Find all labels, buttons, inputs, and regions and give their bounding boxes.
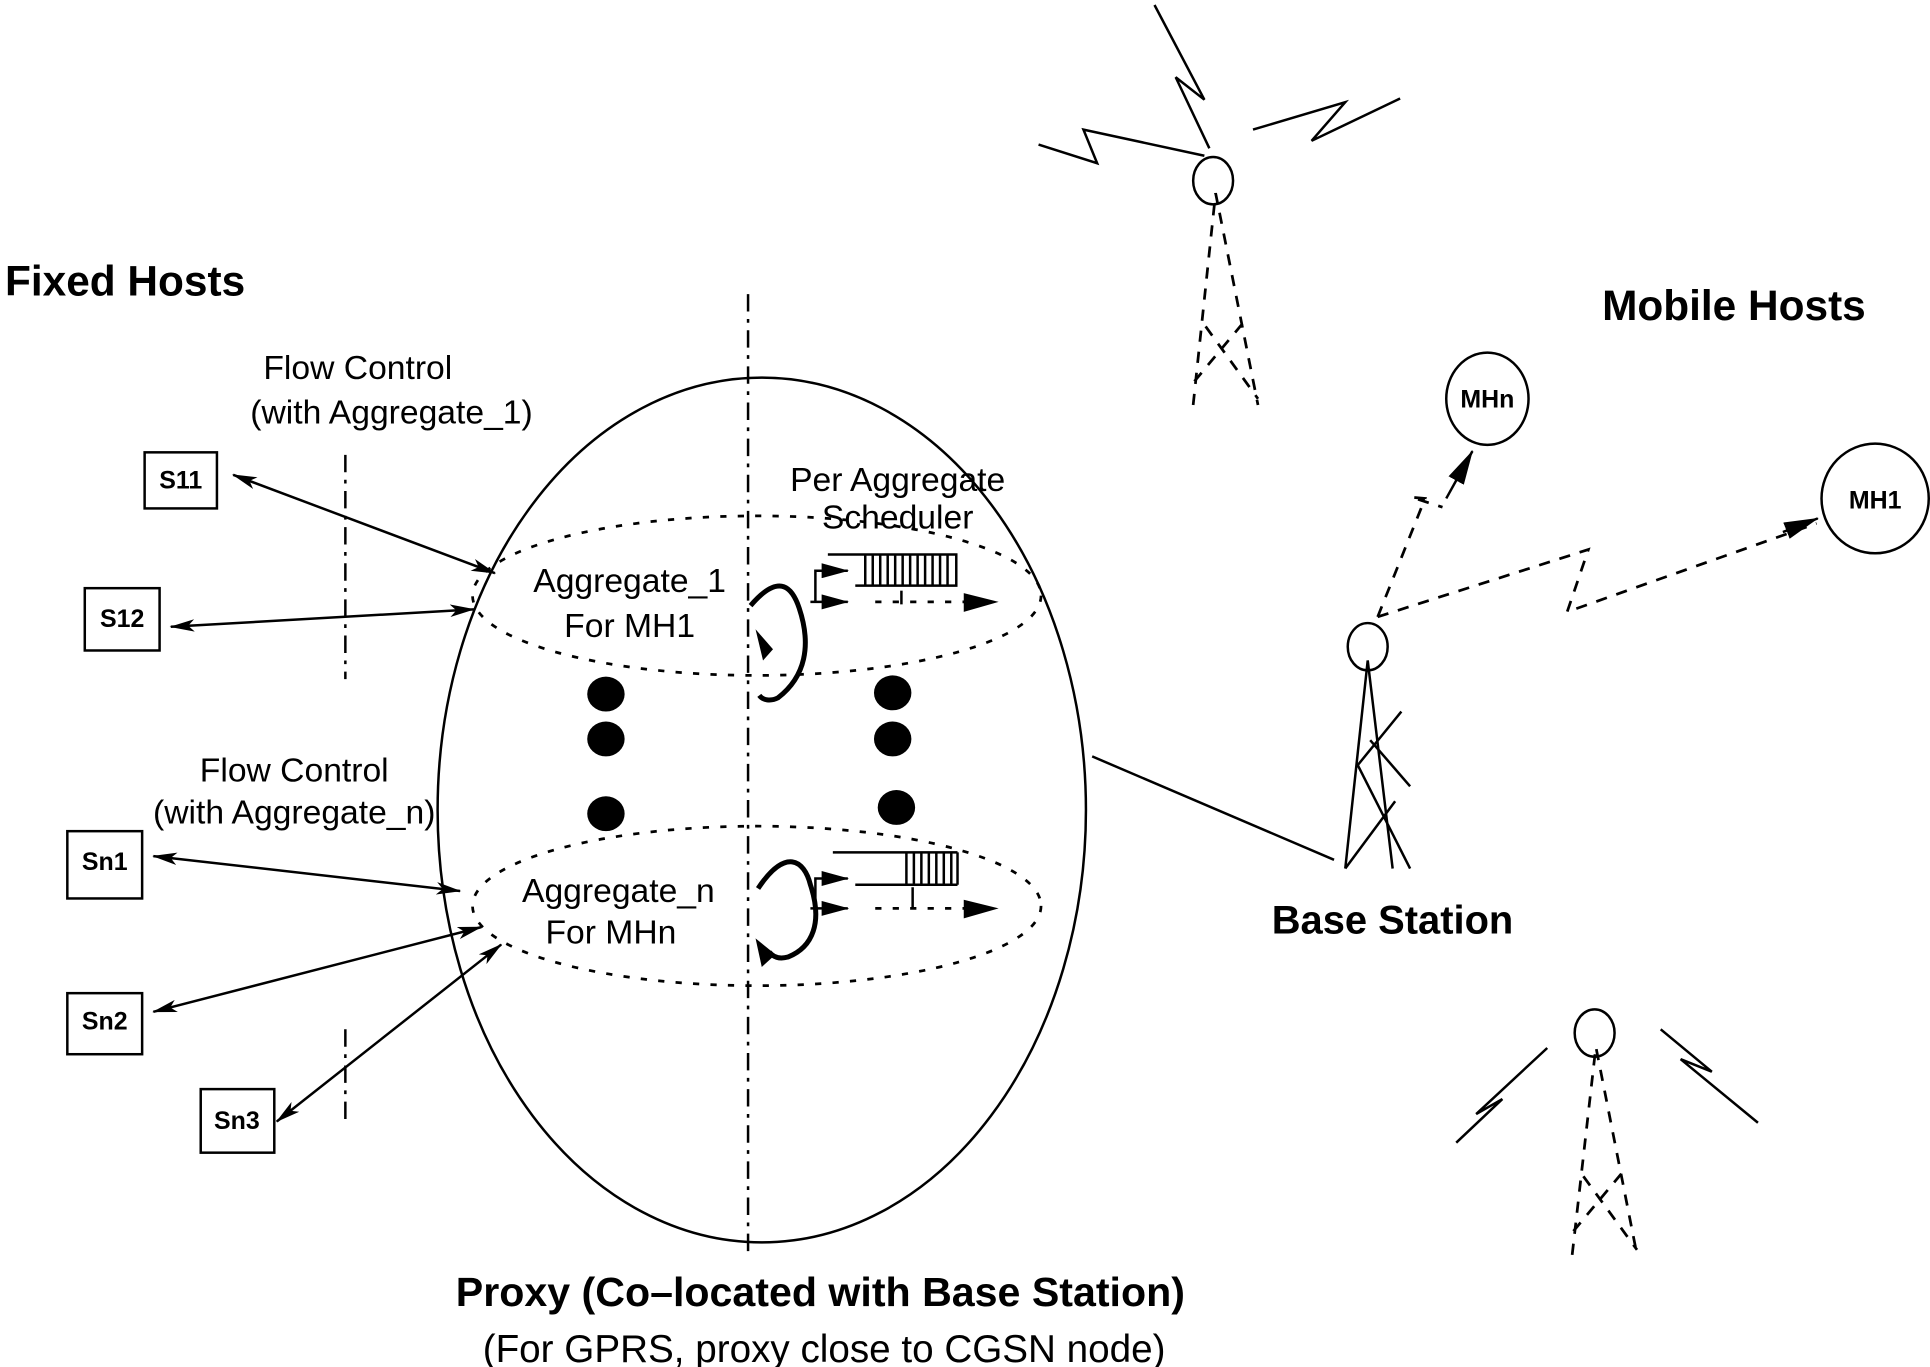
flow-control-n-label-line1: Flow Control <box>200 752 389 789</box>
fixed-host-label: S12 <box>100 605 144 633</box>
scheduler-n <box>755 851 999 967</box>
ellipsis-dots-right <box>873 675 916 825</box>
base-station-label: Base Station <box>1272 898 1514 942</box>
wireless-arrow-mhn <box>1445 450 1474 500</box>
mobile-host-label: MHn <box>1460 385 1514 413</box>
scheduler-label-line1: Per Aggregate <box>790 462 1005 499</box>
aggregate-1-label-line1: Aggregate_1 <box>533 563 726 600</box>
aggregate-n-label-line2: For MHn <box>545 914 676 951</box>
flow-control-1-label-line2: (with Aggregate_1) <box>250 395 532 432</box>
fixed-hosts-heading: Fixed Hosts <box>5 257 245 304</box>
mobile-host-mh1: MH1 <box>1820 442 1930 555</box>
proxy-ellipse <box>436 376 1088 1244</box>
wireless-link-mh1 <box>1377 522 1818 619</box>
round-robin-loop-icon <box>755 859 819 961</box>
caption-title: Proxy (Co–located with Base Station) <box>456 1269 1185 1315</box>
round-robin-loop-icon <box>748 583 808 703</box>
fixed-host-s12: S12 <box>83 586 161 652</box>
fixed-host-label: S11 <box>159 466 202 494</box>
lightning-icon <box>1455 1028 1759 1144</box>
wireless-arrow-mh1 <box>1782 517 1819 539</box>
mobile-host-mhn: MHn <box>1445 351 1530 447</box>
scheduler-label-line2: Scheduler <box>822 499 974 536</box>
flow-control-n-label-line2: (with Aggregate_n) <box>153 795 435 832</box>
aggregate-n-ellipse <box>471 824 1043 988</box>
fixed-host-sn2: Sn2 <box>66 991 144 1056</box>
output-arrowhead <box>963 593 999 612</box>
flow-arrow-s12 <box>169 604 476 632</box>
enqueue-arrow <box>814 871 850 909</box>
ellipsis-dots-left <box>587 676 625 832</box>
aggregate-n-label-line1: Aggregate_n <box>522 873 715 910</box>
loop-arrowhead <box>755 938 776 967</box>
mobile-host-label: MH1 <box>1849 486 1902 514</box>
fixed-host-label: Sn1 <box>82 848 128 876</box>
flow-control-1-label-line1: Flow Control <box>263 350 452 387</box>
mobile-hosts-heading: Mobile Hosts <box>1602 282 1866 329</box>
lightning-icon <box>1038 4 1401 166</box>
scheduler-1 <box>748 553 999 703</box>
fixed-host-label: Sn2 <box>82 1007 128 1035</box>
loop-arrowhead <box>755 629 773 661</box>
proxy-base-station-link <box>1091 755 1335 861</box>
flow-arrow-sn3 <box>275 943 503 1123</box>
fixed-host-sn1: Sn1 <box>66 829 144 900</box>
flow-arrow-s11 <box>231 473 497 575</box>
aggregate-1-label-line2: For MH1 <box>564 608 695 645</box>
output-arrowhead <box>963 899 999 919</box>
aggregate-1-ellipse <box>471 514 1043 677</box>
fixed-host-label: Sn3 <box>214 1107 260 1135</box>
base-station-tower-icon <box>1344 621 1412 870</box>
fixed-host-sn3: Sn3 <box>199 1087 276 1154</box>
caption-subtitle: (For GPRS, proxy close to CGSN node) <box>483 1328 1166 1367</box>
neighbor-tower-top-icon <box>1038 4 1401 406</box>
wireless-link-mhn <box>1376 495 1443 618</box>
neighbor-tower-bottom-icon <box>1455 1008 1759 1256</box>
queue-slots <box>905 852 959 885</box>
queue-slots <box>864 554 958 586</box>
flow-arrow-sn1 <box>152 852 462 895</box>
enqueue-arrow <box>814 563 850 602</box>
fixed-host-s11: S11 <box>143 451 219 510</box>
